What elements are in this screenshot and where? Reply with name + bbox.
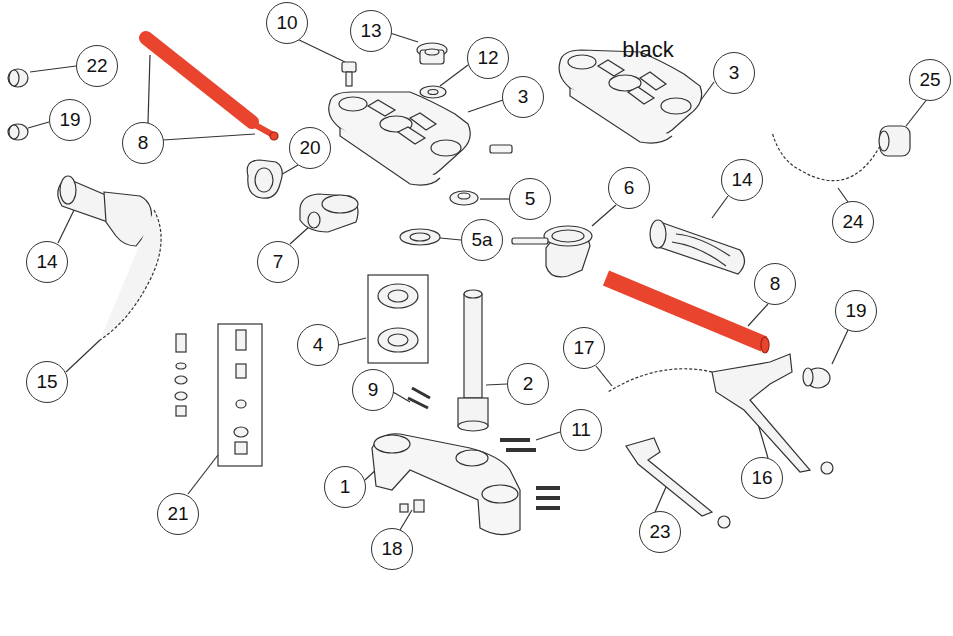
top-clamp: [329, 92, 512, 185]
callout-number: 16: [741, 457, 783, 499]
callout-number: 22: [76, 45, 118, 87]
callout-number: 3: [713, 52, 755, 94]
callout-number: 13: [350, 10, 392, 52]
callout-number: 23: [639, 511, 681, 553]
handlebar-left: [146, 38, 278, 140]
grip-right: [650, 220, 745, 274]
callout-number: 8: [754, 263, 796, 305]
lever: [626, 438, 730, 528]
bar-clamp: [512, 226, 592, 277]
callout-number: 1: [324, 466, 366, 508]
callout-number: 20: [289, 127, 331, 169]
callout-number: 4: [297, 324, 339, 366]
throttle-assembly: [58, 176, 161, 340]
callout-number: 10: [266, 2, 308, 44]
callout-number: 17: [563, 327, 605, 369]
steering-stem: [458, 290, 488, 431]
callout-number: 8: [122, 122, 164, 164]
small-parts: [400, 500, 424, 512]
callout-number: 9: [352, 369, 394, 411]
callout-number: 12: [467, 37, 509, 79]
top-clamp-alt: [559, 50, 702, 143]
bar-ends: [8, 69, 830, 388]
callout-number: 7: [257, 241, 299, 283]
callout-number: 25: [909, 59, 951, 101]
callout-number: 3: [502, 76, 544, 118]
kill-switch: [772, 126, 910, 181]
lower-clamp: [372, 434, 520, 535]
callout-number: 2: [507, 363, 549, 405]
bar-clamps: [247, 160, 358, 232]
callout-number: 19: [835, 290, 877, 332]
callout-number: 14: [26, 241, 68, 283]
leader-lines: [28, 33, 928, 530]
callout-number: 5a: [461, 219, 503, 261]
callout-number: 11: [560, 409, 602, 451]
callout-number: 19: [49, 99, 91, 141]
callout-number: 24: [832, 201, 874, 243]
handlebar-right: [606, 278, 769, 353]
callout-number: 18: [371, 528, 413, 570]
stem-hardware: [342, 43, 447, 98]
hardware-kit: [175, 324, 262, 466]
callout-number: 14: [721, 159, 763, 201]
callout-number: 15: [26, 361, 68, 403]
callout-number: 5: [509, 178, 551, 220]
bearings: [368, 275, 428, 363]
color-note: black: [622, 37, 673, 63]
callout-number: 21: [157, 493, 199, 535]
callout-number: 6: [608, 167, 650, 209]
